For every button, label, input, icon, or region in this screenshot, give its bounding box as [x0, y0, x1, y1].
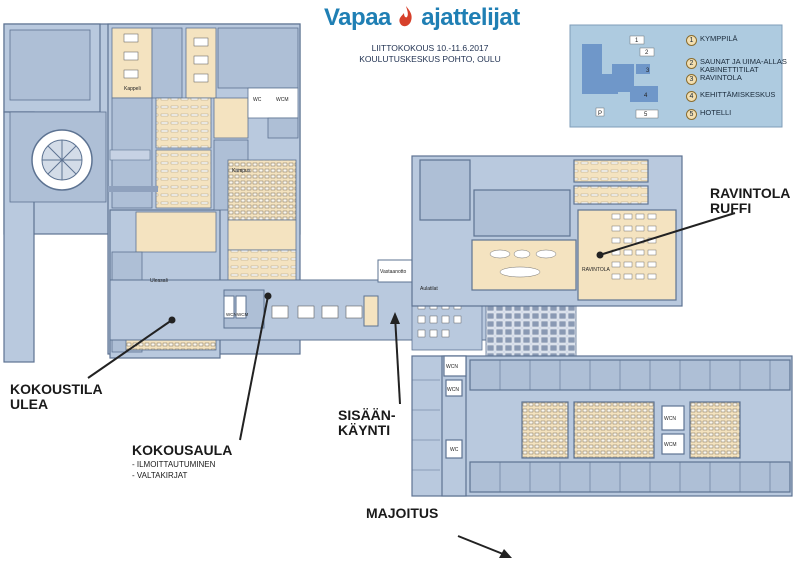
event-subtitle: LIITTOKOKOUS 10.-11.6.2017 KOULUTUSKESKU… [330, 43, 530, 65]
map-mark-4: 4 [644, 93, 648, 99]
flame-icon [399, 6, 412, 27]
leader-kokousaula [239, 295, 269, 441]
room-wcm-2: WCM [664, 442, 677, 448]
room-ravintola: RAVINTOLA [582, 267, 611, 273]
callout-sisaankaynti: SISÄÄN- KÄYNTI [338, 407, 396, 438]
map-mark-2: 2 [645, 50, 649, 56]
dot-ravintola [596, 251, 604, 259]
arrowhead-majoitus [499, 549, 512, 558]
map-mark-parking: P [598, 111, 602, 117]
legend-text-3: RAVINTOLA [700, 73, 742, 82]
leader-ravintola [602, 212, 736, 255]
callout-lines [87, 212, 736, 557]
room-ulea: Uleasali [150, 278, 168, 284]
legend-num-2: 2 [686, 58, 697, 69]
callout-kokousaula-sub-1: - ILMOITTAUTUMINEN [132, 460, 216, 469]
meeting-tables-topleft [123, 33, 209, 83]
event-date: LIITTOKOKOUS 10.-11.6.2017 [371, 43, 489, 53]
callout-ravintola: RAVINTOLA RUFFI [710, 185, 791, 216]
room-kappeli: Kappeli [124, 86, 141, 92]
brand-logo: Vapaa ajattelijat [324, 4, 520, 32]
room-aulatilat: Aulatilat [420, 286, 438, 292]
brand-left-text: Vapaa [324, 4, 391, 31]
pool-area [9, 111, 158, 203]
corridor-tables [271, 305, 363, 319]
legend-num-4: 4 [686, 91, 697, 102]
legend-text-5: HOTELLI [700, 108, 732, 117]
callout-kokoustila: KOKOUSTILA ULEA [10, 381, 103, 412]
room-wc-2: WC [450, 447, 459, 453]
legend-text-2: SAUNAT JA UIMA-ALLAS KABINETTITILAT [700, 57, 787, 74]
room-wcm-3: WCM [237, 312, 248, 317]
restaurant-tables [489, 213, 657, 280]
room-labels-wc-corridor: WCN WCM [226, 312, 248, 317]
callout-arrowheads [390, 312, 512, 558]
room-wcn-4: WCN [226, 312, 237, 317]
callout-kokousaula: KOKOUSAULA [132, 442, 233, 458]
room-vastaanotto: Vastaanotto [380, 269, 407, 275]
arrowhead-sisaankaynti [390, 312, 400, 324]
room-wcn-3: WCN [664, 416, 676, 422]
event-location: KOULUTUSKESKUS POHTO, OULU [359, 54, 501, 64]
legend-map-marks: 1 2 3 4 5 P [598, 38, 650, 118]
lodging-room-dividers [412, 360, 771, 492]
leader-ulea [87, 319, 173, 379]
lodging-wing [411, 355, 793, 497]
leader-majoitus [457, 535, 509, 557]
map-mark-3: 3 [646, 68, 650, 74]
map-mark-5: 5 [644, 112, 648, 118]
callout-kokousaula-sub-2: - VALTAKIRJAT [132, 471, 188, 480]
map-mark-1: 1 [635, 38, 639, 44]
legend-num-5: 5 [686, 109, 697, 120]
room-wcm-1: WCM [276, 97, 289, 103]
room-wcn-1: WCN [446, 364, 458, 370]
brand-right-text: ajattelijat [421, 4, 520, 31]
room-kampus: Kampus [232, 168, 251, 174]
room-wcn-2: WCN [447, 387, 459, 393]
legend-minimap [569, 24, 783, 128]
legend-num-1: 1 [686, 35, 697, 46]
room-wc-1: WC [253, 97, 262, 103]
legend-text-4: KEHITTÄMISKESKUS [700, 90, 776, 99]
callout-majoitus: MAJOITUS [366, 505, 439, 521]
legend-text-1: KYMPPILÄ [700, 34, 738, 43]
legend-num-3: 3 [686, 74, 697, 85]
leader-sisaankaynti [394, 315, 401, 405]
room-labels: WC WCM WCN WCN WC WCN WCM RAVINTOLA Vast… [124, 86, 677, 453]
